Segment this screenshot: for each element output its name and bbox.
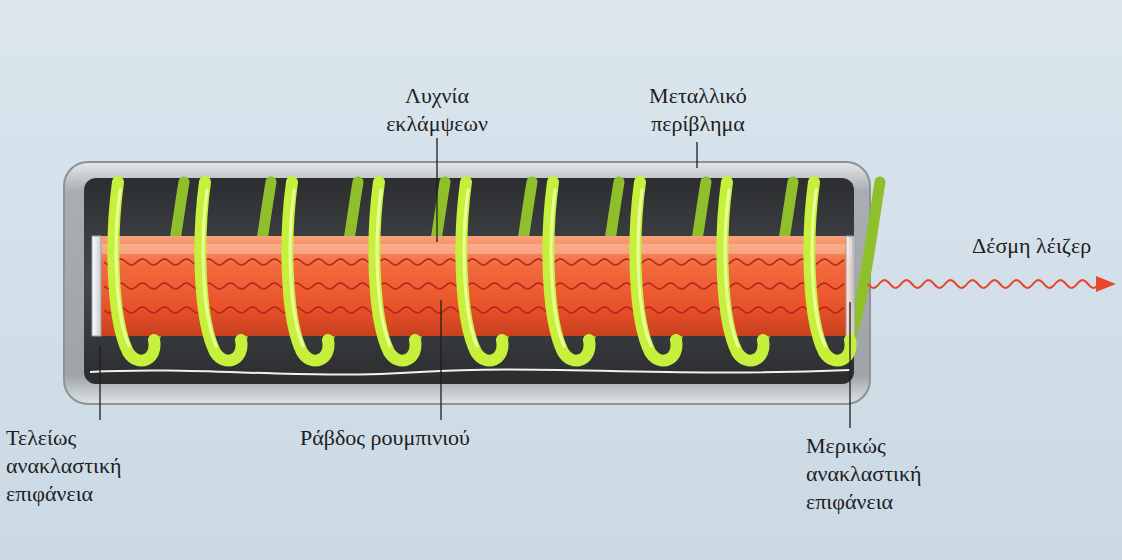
full-mirror [92,236,101,336]
flash-lamp-coil [809,182,850,361]
light-wave [104,283,844,289]
coil-highlight [638,190,651,346]
coil-highlight [116,190,129,346]
part-label: Μερικώς ανακλαστική επιφάνεια [806,432,956,516]
flash-lamp-coil [374,182,415,361]
part-label: Μεταλλικό περίβλημα [628,82,768,138]
coil-highlight [377,190,390,346]
leader-lines [100,138,850,428]
coil-highlight [812,190,825,346]
beam-arrowhead [1096,276,1116,292]
flash-lamp-coil [548,182,589,361]
leader-line [696,142,697,168]
rod-highlight [96,244,852,254]
housing-interior [84,178,854,384]
leader-line [440,300,441,420]
leader-line [99,346,100,420]
laser-beam [868,280,1098,288]
coil-highlight [203,190,216,346]
coil-highlight [464,190,477,346]
light-wave [104,307,844,313]
flash-lamp-coil [461,182,502,361]
coil-highlight [551,190,564,346]
flash-lamp-coil [200,182,241,361]
flash-lamp-coil [722,182,763,361]
coil-highlight [290,190,303,346]
part-label: Τελείως ανακλαστική επιφάνεια [6,424,156,508]
part-label: Λυχνία εκλάμψεων [372,82,502,138]
metal-housing [64,162,870,404]
part-label: Δέσμη λέιζερ [972,232,1091,260]
light-wave [104,259,844,265]
flash-lamp-coil [113,182,154,361]
flash-lamp-coil [287,182,328,361]
part-label: Ράβδος ρουμπινιού [300,424,470,452]
leader-line [436,138,437,242]
flash-lamp-coil [635,182,676,361]
housing-highlight [90,369,850,374]
leader-line [849,302,850,428]
coil-highlight [725,190,738,346]
